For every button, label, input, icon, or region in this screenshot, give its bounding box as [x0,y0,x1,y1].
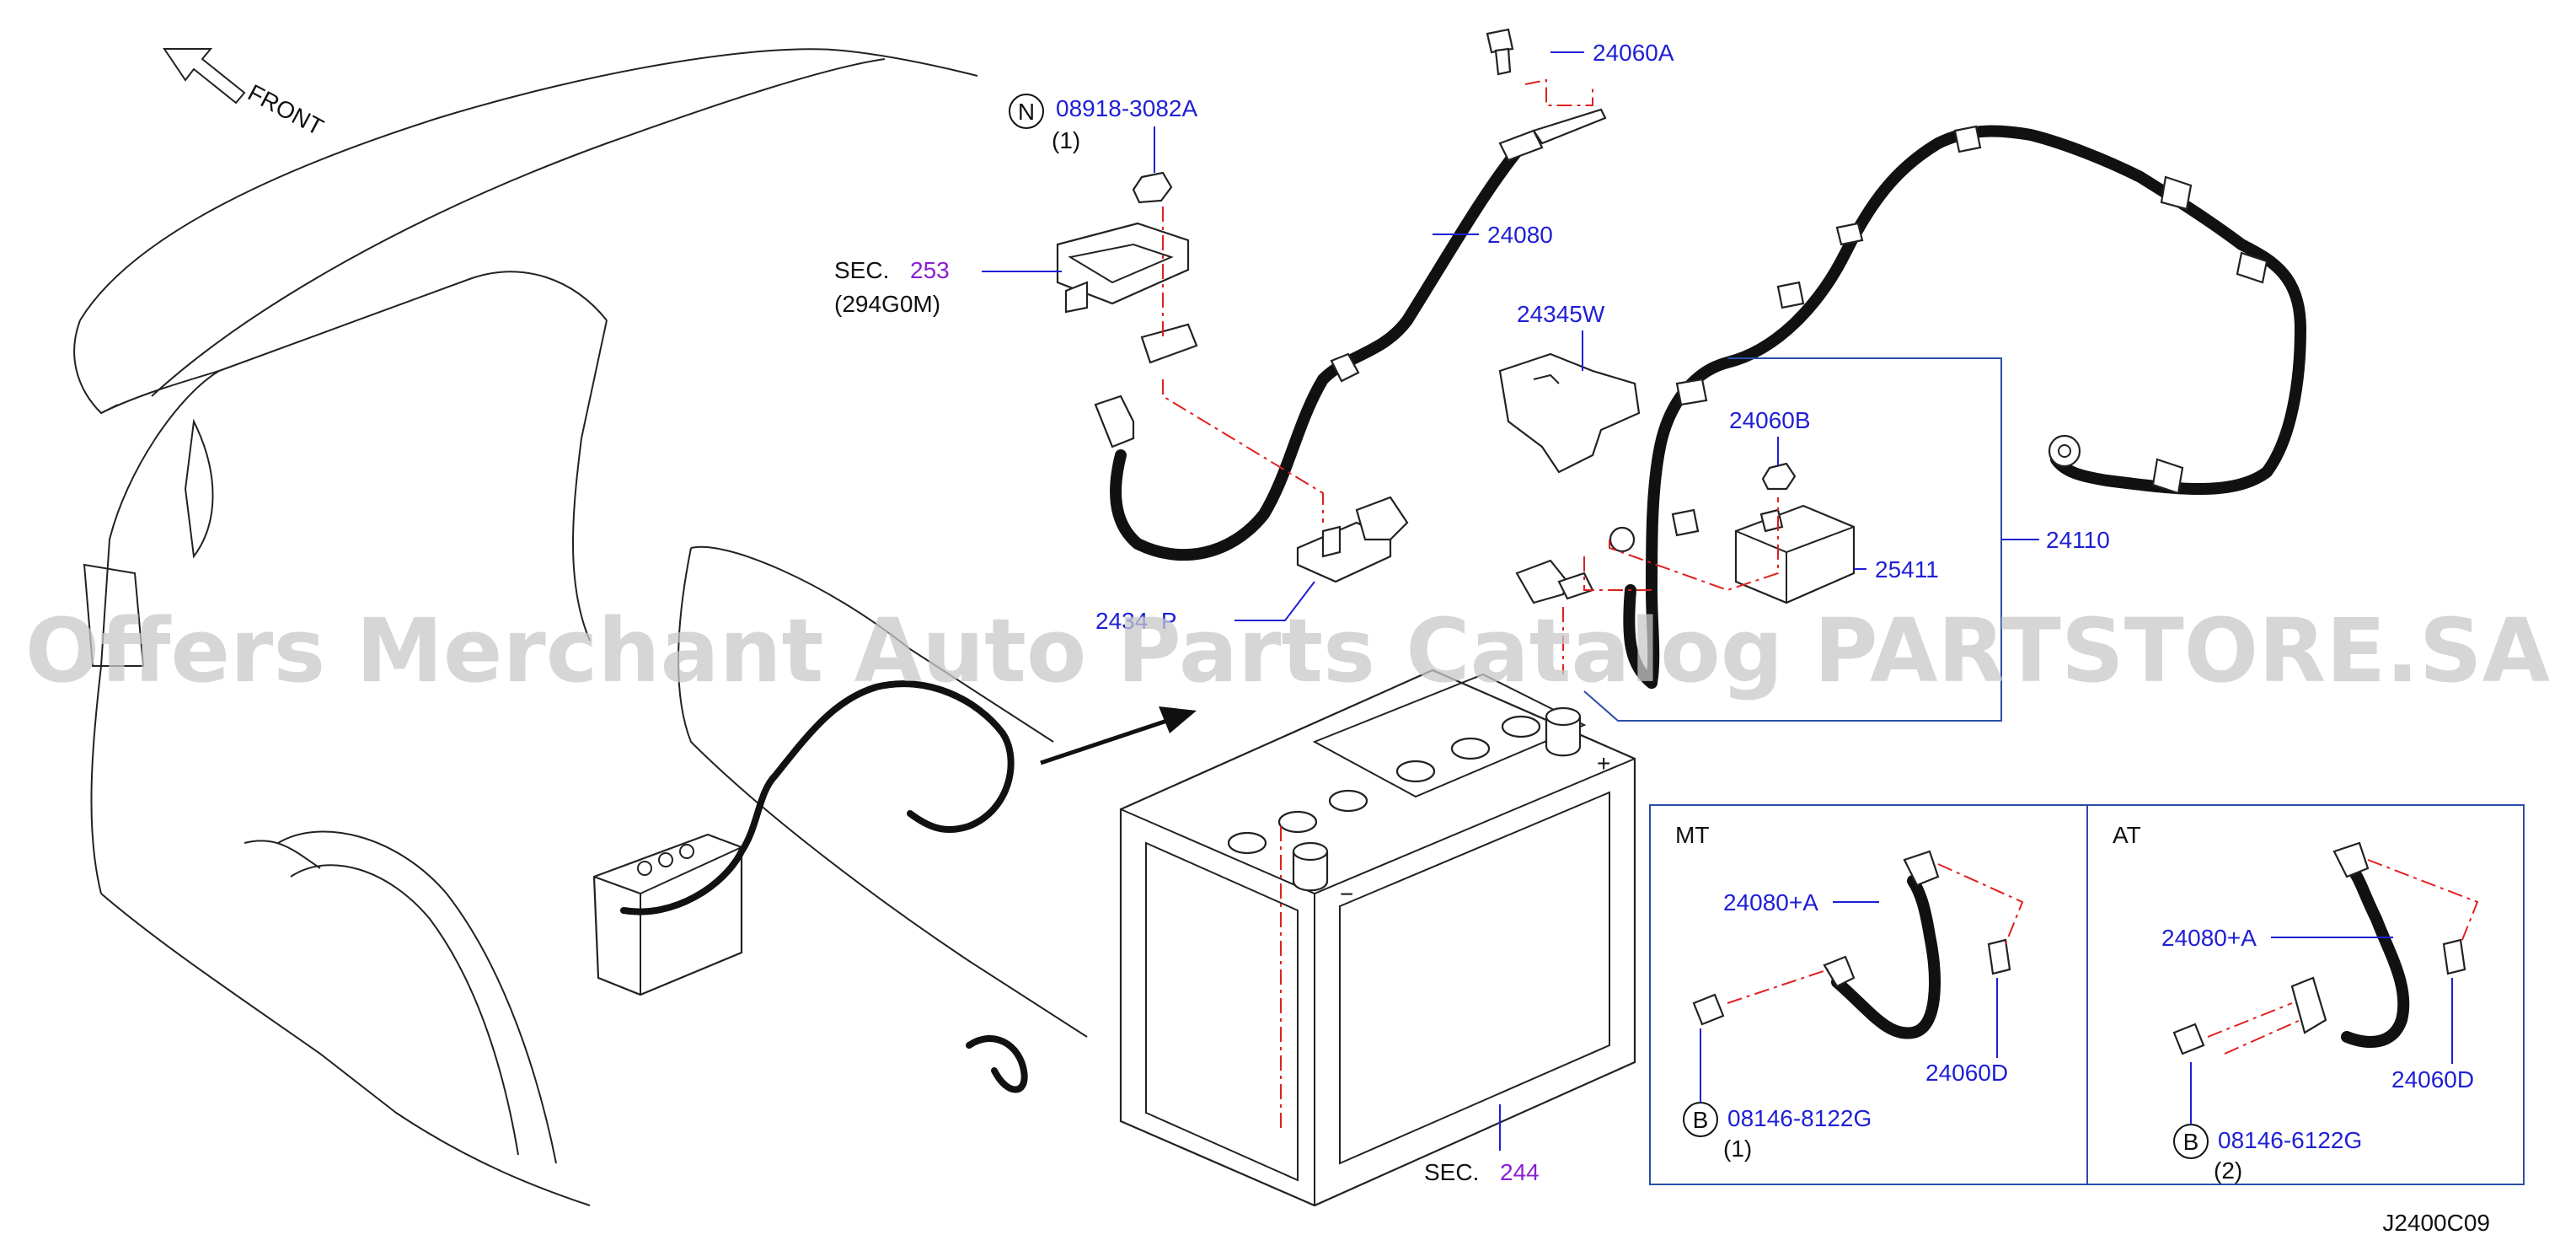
label-08918-3082A: 08918-3082A [1056,95,1197,121]
fusible-link-25411 [1734,504,1856,604]
positive-terminal-clamp [1515,559,1594,604]
sec-253-prefix: SEC. [834,257,889,283]
negative-terminal-clamp [1094,323,1198,448]
inset-at-title: AT [2113,822,2141,848]
svg-text:B: B [1693,1107,1709,1133]
mt-cable [1831,875,1941,1039]
sec-253-number: 253 [910,257,950,283]
label-24080: 24080 [1487,222,1553,248]
at-bolt [2442,938,2466,975]
terminal-post-24340P [1296,496,1409,583]
label-25411: 25411 [1875,556,1939,583]
at-screw [2172,1023,2205,1055]
at-cable-label: 24080+A [2161,925,2257,951]
battery-cells [1227,715,1541,855]
sec-253-sub: (294G0M) [834,291,940,317]
sec-244-prefix: SEC. [1424,1159,1479,1185]
label-2434xP: 2434 P [1095,608,1177,634]
inset-mt: MT 24080+A 24060D B 08146-8122G (1) [1675,822,2024,1162]
mt-screw-label: 08146-8122G [1727,1105,1872,1131]
sec-244-number: 244 [1500,1159,1540,1185]
overview-battery [592,833,743,996]
label-24345W: 24345W [1517,301,1605,327]
mt-bolt-label: 24060D [1925,1060,2008,1086]
positive-ring-terminal [2048,434,2081,468]
front-arrow-icon [163,48,246,105]
svg-text:B: B [2183,1129,2199,1155]
front-label: FRONT [244,79,328,141]
battery-sensor [1056,222,1190,314]
bolt-24060A [1486,28,1514,76]
label-24110: 24110 [2046,527,2110,553]
cable-clip [1330,352,1360,383]
qty-08918: (1) [1052,127,1080,153]
drawing-code: J2400C09 [2382,1210,2490,1236]
nut-24060B [1761,462,1797,491]
overview-cable [620,680,1015,915]
at-cable [2341,862,2410,1048]
svg-text:N: N [1018,99,1035,125]
label-24060A: 24060A [1593,40,1674,66]
cable-eyelet [1609,526,1636,553]
at-bolt-label: 24060D [2391,1066,2474,1093]
zoom-arrow-icon [1040,706,1197,765]
label-24060B: 24060B [1729,407,1811,433]
ground-lug [1498,108,1607,162]
mt-qty: (1) [1723,1136,1752,1162]
terminal-cover-24345W [1498,352,1641,474]
at-screw-label: 08146-6122G [2218,1127,2362,1153]
inset-at: AT 24080+A 24060D B 08146-6122G (2) [2113,822,2479,1184]
mt-screw [1692,993,1725,1026]
badge-n: N [1009,94,1044,129]
inset-mt-title: MT [1675,822,1709,848]
battery: + − [1119,668,1636,1207]
negative-cable-24080 [1110,146,1523,561]
minus-mark: − [1340,881,1353,907]
negative-terminal [1292,841,1329,892]
vehicle-body-outline [73,48,1088,1206]
at-qty: (2) [2214,1157,2242,1184]
mt-bolt [1987,938,2011,975]
positive-cable-branch [1623,584,1658,689]
cable-clips [1671,125,2268,537]
positive-cable-24110 [1646,125,2306,689]
positive-terminal [1545,706,1582,757]
mt-cable-label: 24080+A [1723,889,1818,915]
overview-ground-cable [966,1034,1028,1093]
watermark: Offers Merchant Auto Parts Catalog PARTS… [25,599,2550,702]
plus-mark: + [1597,750,1610,776]
nut-08918-3082A [1132,171,1173,204]
